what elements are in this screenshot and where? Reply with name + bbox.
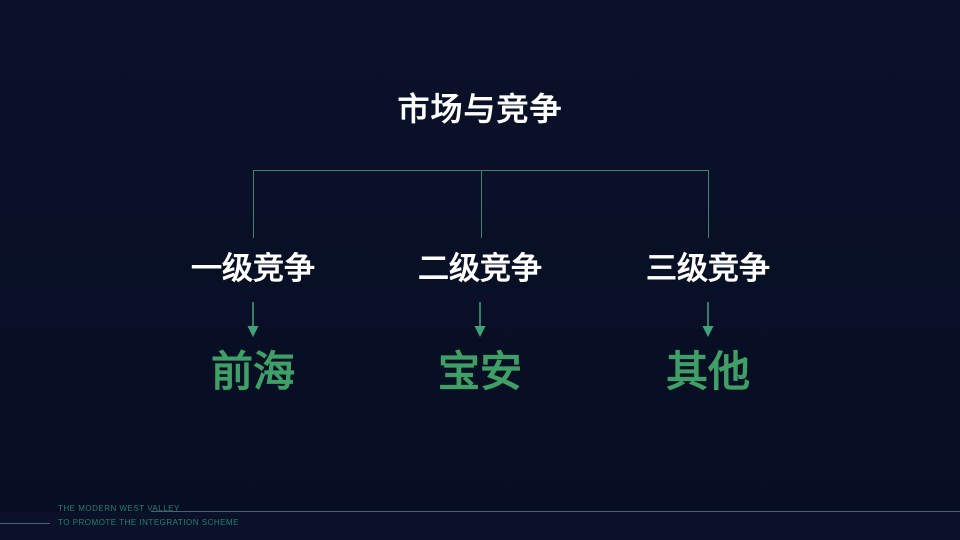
down-arrow-icon <box>702 302 714 337</box>
slide-title: 市场与竞争 <box>397 91 563 127</box>
down-arrow-icon <box>247 302 259 337</box>
tree-connector <box>253 170 709 238</box>
column-value: 其他 <box>665 348 750 395</box>
tree-column-3: 三级竞争 其他 <box>588 248 828 398</box>
column-value: 宝安 <box>437 348 522 395</box>
footer-band <box>0 512 960 540</box>
column-value: 前海 <box>210 348 295 395</box>
tree-column-2: 二级竞争 宝安 <box>360 248 600 398</box>
column-label: 二级竞争 <box>418 251 542 286</box>
footer-line-2: TO PROMOTE THE INTEGRATION SCHEME <box>58 518 239 527</box>
column-label: 三级竞争 <box>646 251 770 286</box>
tree-connector-midline <box>481 171 482 238</box>
footer-rule-right <box>151 511 960 512</box>
footer-line-1: THE MODERN WEST VALLEY <box>58 504 180 513</box>
tree-column-1: 一级竞争 前海 <box>133 248 373 398</box>
down-arrow-icon <box>474 302 486 337</box>
column-label: 一级竞争 <box>191 251 315 286</box>
footer-rule-left <box>0 523 50 524</box>
